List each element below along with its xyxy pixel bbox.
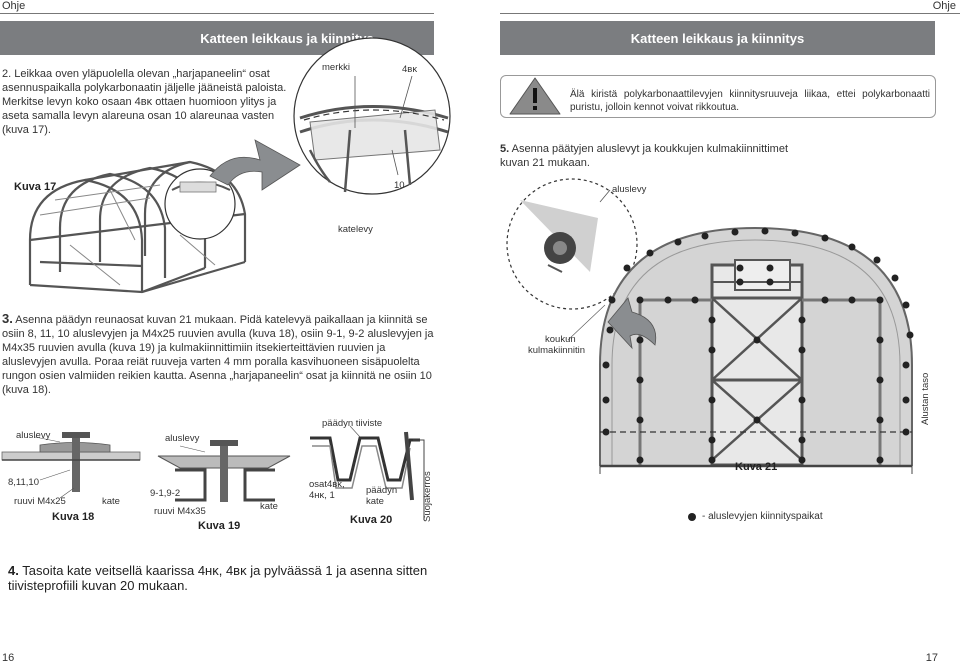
label-katelevy: katelevy bbox=[338, 224, 373, 235]
step3-number: 3. bbox=[2, 311, 13, 326]
step2-text: 2. Leikkaa oven yläpuolella olevan „harj… bbox=[2, 68, 287, 136]
fig21-caption: Kuva 21 bbox=[735, 461, 778, 473]
label-merkki: merkki bbox=[322, 62, 350, 73]
fig20-label-parts-2: 4ʜᴋ, 1 bbox=[309, 490, 335, 501]
fig19-caption: Kuva 19 bbox=[198, 520, 241, 532]
right-page-number: 17 bbox=[925, 652, 938, 664]
label-base-level: Alustan taso bbox=[920, 372, 931, 425]
header-left-label: Ohje bbox=[2, 0, 26, 12]
right-banner-title: Katteen leikkaus ja kiinnitys bbox=[630, 30, 805, 46]
right-banner: Katteen leikkaus ja kiinnitys bbox=[500, 21, 935, 55]
step4-paragraph: 4. Tasoita kate veitsellä kaarissa 4ʜᴋ, … bbox=[8, 563, 428, 593]
step4-text: Tasoita kate veitsellä kaarissa 4ʜᴋ, 4ʙᴋ… bbox=[8, 563, 428, 593]
fig17-caption: Kuva 17 bbox=[14, 181, 57, 193]
label-10: 10 bbox=[394, 180, 405, 191]
fig20-label-parts-1: osat4ʙᴋ, bbox=[309, 479, 345, 490]
label-4bk: 4ʙᴋ bbox=[402, 64, 418, 75]
left-banner-title: Katteen leikkaus ja kiinnitys bbox=[200, 30, 374, 46]
fig18-caption: Kuva 18 bbox=[52, 511, 95, 523]
label-aluslevy-right: aluslevy bbox=[612, 184, 647, 195]
fig19-label-screw: ruuvi M4x35 bbox=[154, 506, 206, 517]
label-hook-2: kulmakiinnitin bbox=[528, 345, 586, 356]
fig20-caption: Kuva 20 bbox=[350, 514, 393, 526]
fig20-label-end-2: kate bbox=[366, 496, 384, 507]
step3-paragraph: 3. Asenna päädyn reunaosat kuvan 21 muka… bbox=[2, 312, 434, 397]
fig19-label-kate: kate bbox=[260, 501, 278, 512]
fig21-legend-text: - aluslevyjen kiinnityspaikat bbox=[702, 511, 823, 522]
fig18-label-aluslevy: aluslevy bbox=[16, 430, 51, 441]
left-page-number: 16 bbox=[2, 652, 15, 664]
step5-paragraph: 5. Asenna päätyjen aluslevyt ja koukkuje… bbox=[500, 142, 800, 170]
step3-text: Asenna päädyn reunaosat kuvan 21 mukaan.… bbox=[2, 314, 434, 396]
step5-text: Asenna päätyjen aluslevyt ja koukkujen k… bbox=[500, 143, 789, 169]
fig20-label-seal: päädyn tiiviste bbox=[322, 418, 383, 429]
warning-text: Älä kiristä polykarbonaattilevyjen kiinn… bbox=[570, 89, 930, 113]
label-hook-1: koukun bbox=[545, 334, 576, 345]
warning-box bbox=[500, 75, 936, 118]
left-banner: Katteen leikkaus ja kiinnitys bbox=[0, 21, 434, 55]
header-right-label: Ohje bbox=[932, 0, 956, 12]
fig18-label-parts: 8,11,10 bbox=[8, 477, 39, 488]
fig19-label-aluslevy: aluslevy bbox=[165, 433, 200, 444]
fig20-label-end-1: päädyn bbox=[366, 485, 398, 496]
header-right-rule bbox=[500, 13, 960, 14]
fig18-label-screw: ruuvi M4x25 bbox=[14, 496, 66, 507]
step5-number: 5. bbox=[500, 143, 510, 155]
fig19-label-parts: 9-1,9-2 bbox=[150, 488, 181, 499]
fig18-label-kate: kate bbox=[102, 496, 120, 507]
step4-number: 4. bbox=[8, 563, 19, 578]
header-left-rule bbox=[0, 13, 434, 14]
